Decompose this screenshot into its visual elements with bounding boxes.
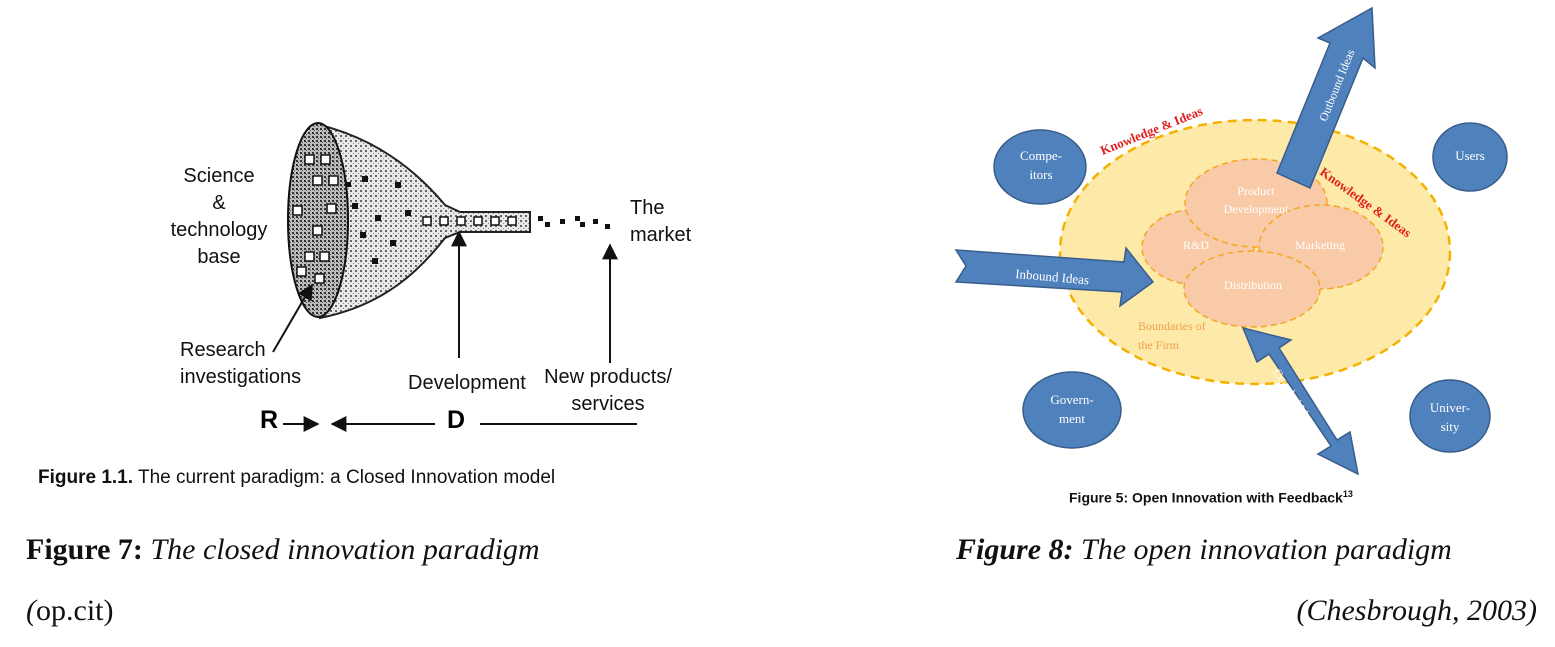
university-node [1409,379,1491,453]
government-node [1022,371,1122,449]
caption-source-right: (Chesbrough, 2003) [1296,594,1537,627]
competitors-label: Compe- itors [1020,148,1062,182]
marketing-label: Marketing [1295,238,1345,252]
coupled-arrow [1241,326,1360,476]
inbound-arrow [954,246,1155,308]
caption-figure-7: Figure 7: The closed innovation paradigm [26,533,540,566]
outbound-arrow [1276,6,1376,190]
market-label: The market [630,197,692,246]
science-label: Science & technology base [170,165,268,268]
funnel-mouth [287,122,349,318]
development-label: Development [408,372,526,394]
scattered-dots [346,176,411,264]
users-node [1432,122,1508,192]
product-development-label: Product Development [1223,184,1289,216]
boundaries-label: Boundaries of the Firm [1138,319,1206,352]
idea-squares [292,154,339,284]
caption-figure-8: Figure 8: The open innovation paradigm [956,533,1452,566]
inner-caption-left: Figure 1.1. The current paradigm: a Clos… [38,467,556,488]
research-arrow [272,283,313,353]
distribution-label: Distribution [1223,278,1282,292]
r-label: R [260,406,279,434]
research-label: Research investigations [180,339,302,388]
users-label: Users [1455,148,1485,163]
distribution-node [1183,250,1321,328]
rd-label: R&D [1182,238,1209,252]
open-innovation-diagram [954,6,1508,476]
new-products-label: New products/ services [544,366,672,415]
caption-source-left: (op.cit) [26,594,114,627]
government-label: Govern- ment [1050,392,1094,426]
funnel-diagram [272,122,637,432]
inner-caption-right: Figure 5: Open Innovation with Feedback1… [1069,489,1353,506]
market-dots [538,216,610,229]
d-label: D [447,406,466,434]
tube-squares [422,216,517,226]
university-label: Univer- sity [1429,400,1471,434]
competitors-node [993,129,1087,205]
